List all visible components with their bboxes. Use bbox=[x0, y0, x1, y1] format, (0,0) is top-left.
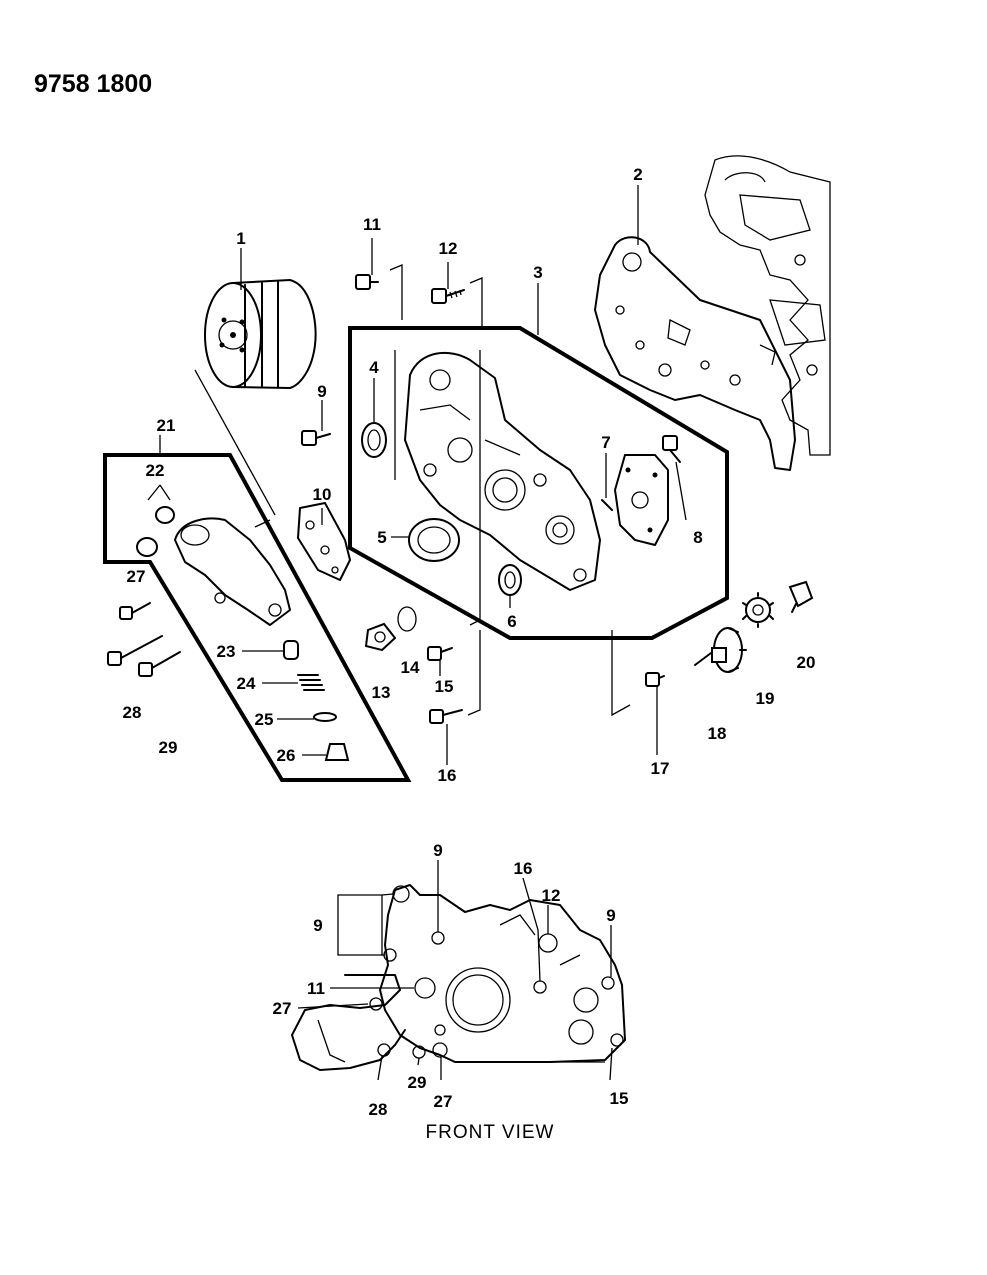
callout-21: 21 bbox=[157, 416, 176, 435]
washer-part-13 bbox=[364, 622, 397, 652]
relief-plunger-part-23 bbox=[283, 640, 299, 660]
gasket-part-10 bbox=[297, 502, 351, 581]
bolt-part-28 bbox=[107, 635, 163, 666]
diagram-code: 9758 1800 bbox=[34, 70, 152, 98]
callout-11: 11 bbox=[363, 215, 381, 234]
leader-lines bbox=[147, 185, 687, 765]
fv-callout-28: 28 bbox=[369, 1100, 388, 1119]
oil-pump-cover bbox=[614, 454, 669, 546]
callout-20: 20 bbox=[797, 653, 816, 672]
fv-callout-9-left: 9 bbox=[313, 916, 322, 935]
callout-15: 15 bbox=[435, 677, 454, 696]
callout-8: 8 bbox=[693, 528, 702, 547]
bolt-part-8 bbox=[662, 435, 681, 463]
callout-7: 7 bbox=[601, 433, 610, 452]
drive-gear-part-18 bbox=[694, 627, 747, 673]
bolt-part-17 bbox=[645, 672, 665, 687]
bolt-part-11 bbox=[355, 274, 379, 290]
front-view-leader-lines bbox=[297, 860, 613, 1081]
oil-seal-part-5 bbox=[408, 518, 460, 562]
fv-callout-9-right: 9 bbox=[606, 906, 615, 925]
fv-callout-9-top: 9 bbox=[433, 841, 442, 860]
callout-19: 19 bbox=[756, 689, 775, 708]
oil-seal-part-6 bbox=[498, 564, 522, 596]
gear-part-19 bbox=[742, 592, 774, 628]
oil-pressure-switch-part-20 bbox=[788, 580, 814, 613]
callout-4: 4 bbox=[369, 358, 379, 377]
callout-9: 9 bbox=[317, 382, 326, 401]
bolt-part-12 bbox=[431, 288, 465, 304]
pin-part-7 bbox=[601, 499, 613, 511]
oil-filter-bracket bbox=[174, 517, 291, 626]
callout-6: 6 bbox=[507, 612, 516, 631]
fv-callout-15: 15 bbox=[610, 1089, 629, 1108]
callout-2: 2 bbox=[633, 165, 642, 184]
fv-callout-27-bottom: 27 bbox=[434, 1092, 453, 1111]
callout-14: 14 bbox=[401, 658, 420, 677]
callout-18: 18 bbox=[708, 724, 727, 743]
front-view-caption: FRONT VIEW bbox=[426, 1122, 555, 1143]
oil-seal-part-4 bbox=[361, 422, 387, 458]
fv-callout-16: 16 bbox=[514, 859, 533, 878]
bolt-part-15 bbox=[427, 646, 453, 661]
gasket-part-2 bbox=[594, 236, 796, 471]
callout-3: 3 bbox=[533, 263, 542, 282]
bolt-part-29 bbox=[138, 651, 181, 677]
bolt-part-16 bbox=[429, 709, 463, 724]
relief-spring-part-24 bbox=[297, 674, 325, 691]
callout-25: 25 bbox=[255, 710, 274, 729]
engine-block-outline bbox=[704, 155, 831, 456]
bolt-part-9 bbox=[301, 430, 331, 446]
front-view-case bbox=[379, 884, 626, 1063]
callout-27: 27 bbox=[127, 567, 146, 586]
front-case-group-border bbox=[348, 326, 729, 640]
fv-callout-27-left: 27 bbox=[273, 999, 292, 1018]
oil-filter-bracket-group-border bbox=[103, 453, 412, 782]
fv-callout-12: 12 bbox=[542, 886, 561, 905]
callout-28: 28 bbox=[123, 703, 142, 722]
plug-part-26 bbox=[324, 743, 350, 761]
callout-23: 23 bbox=[217, 642, 236, 661]
callout-22: 22 bbox=[146, 461, 165, 480]
callout-13: 13 bbox=[372, 683, 391, 702]
fv-callout-11: 11 bbox=[307, 979, 325, 998]
fv-callout-29: 29 bbox=[408, 1073, 427, 1092]
callout-5: 5 bbox=[377, 528, 386, 547]
gasket-part-25 bbox=[313, 712, 337, 722]
callout-16: 16 bbox=[438, 766, 457, 785]
oil-filter-part-1 bbox=[204, 279, 317, 389]
plug-part-22 bbox=[136, 506, 175, 557]
callout-24: 24 bbox=[237, 674, 256, 693]
callout-26: 26 bbox=[277, 746, 296, 765]
callout-12: 12 bbox=[439, 239, 458, 258]
front-case-part-3 bbox=[404, 352, 601, 591]
callout-1: 1 bbox=[236, 229, 245, 248]
callout-10: 10 bbox=[313, 485, 332, 504]
o-ring-part-14 bbox=[397, 606, 417, 632]
callout-17: 17 bbox=[651, 759, 670, 778]
callout-29: 29 bbox=[159, 738, 178, 757]
bolt-part-27 bbox=[119, 602, 151, 620]
